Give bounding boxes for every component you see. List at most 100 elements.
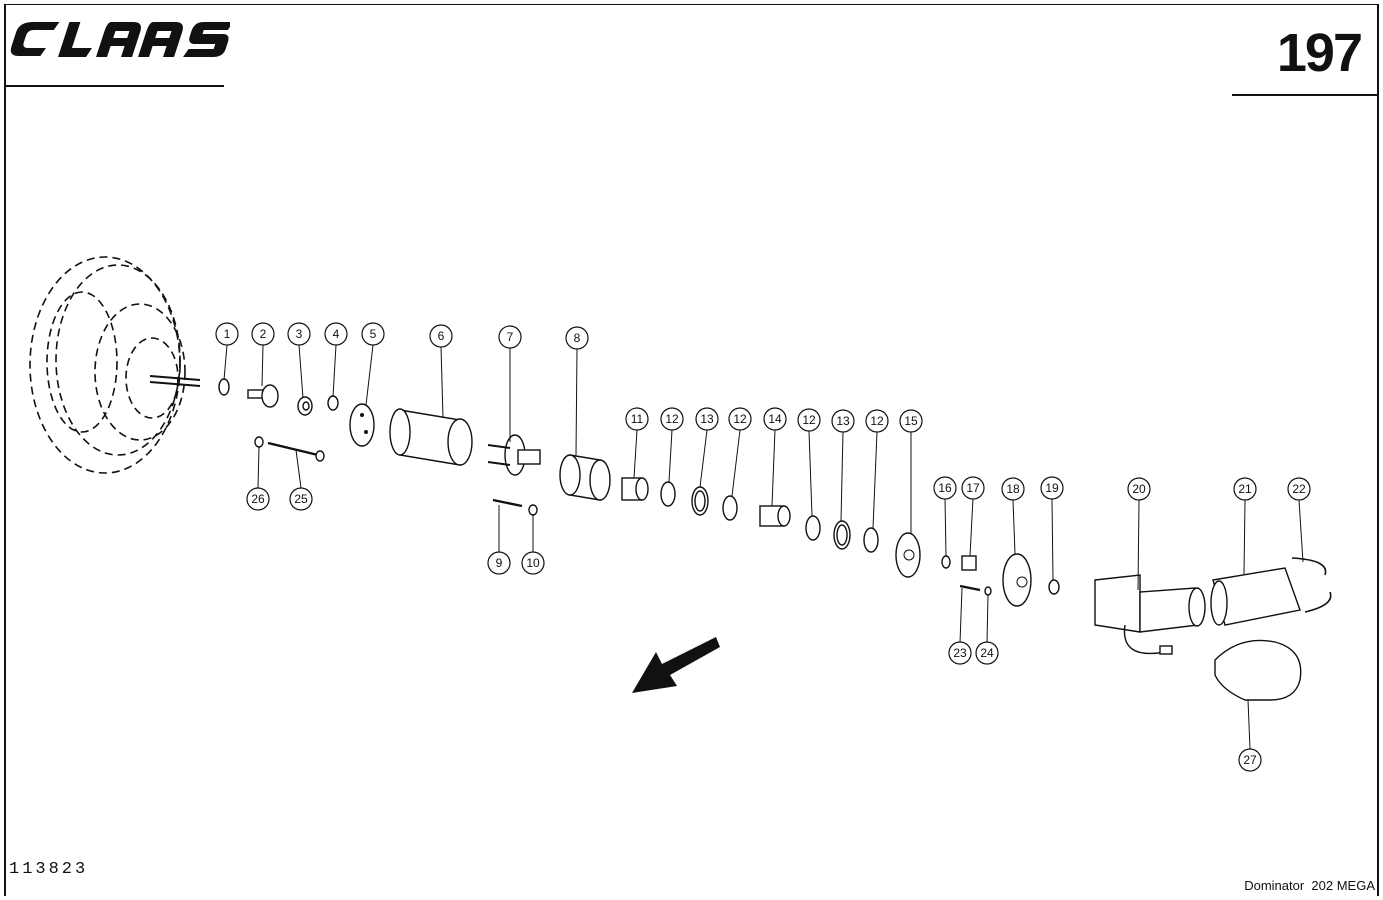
svg-text:15: 15 bbox=[904, 414, 918, 428]
svg-text:4: 4 bbox=[333, 327, 340, 341]
part-seal-12a bbox=[660, 481, 676, 507]
leader-lines bbox=[223, 344, 1304, 750]
part-boot-27 bbox=[1214, 639, 1302, 701]
svg-text:2: 2 bbox=[260, 327, 267, 341]
callout-12b: 12 bbox=[728, 407, 752, 431]
callout-15: 15 bbox=[899, 409, 923, 433]
callout-6: 6 bbox=[429, 324, 453, 348]
part-seal-12b bbox=[722, 495, 738, 521]
callout-25: 25 bbox=[289, 487, 313, 511]
svg-text:19: 19 bbox=[1045, 481, 1059, 495]
svg-text:20: 20 bbox=[1132, 482, 1146, 496]
part-nut-19 bbox=[1048, 579, 1060, 595]
svg-text:21: 21 bbox=[1238, 482, 1252, 496]
svg-text:23: 23 bbox=[953, 646, 967, 660]
svg-text:17: 17 bbox=[966, 481, 980, 495]
svg-text:18: 18 bbox=[1006, 482, 1020, 496]
callout-23: 23 bbox=[948, 641, 972, 665]
svg-text:12: 12 bbox=[802, 413, 816, 427]
direction-arrow bbox=[632, 637, 720, 693]
part-housing-21 bbox=[1210, 567, 1301, 626]
svg-text:13: 13 bbox=[836, 414, 850, 428]
callout-14: 14 bbox=[763, 407, 787, 431]
svg-text:9: 9 bbox=[496, 556, 503, 570]
part-bushing-11 bbox=[621, 477, 649, 501]
part-cover-15 bbox=[895, 532, 921, 578]
callout-22: 22 bbox=[1287, 477, 1311, 501]
part-seal-12d bbox=[863, 527, 879, 553]
part-clamp-22 bbox=[1291, 557, 1332, 613]
callouts: 1 2 3 4 5 6 7 8 9 10 11 12 13 12 14 12 1… bbox=[215, 322, 1311, 772]
callout-18: 18 bbox=[1001, 477, 1025, 501]
callout-2: 2 bbox=[251, 322, 275, 346]
svg-text:27: 27 bbox=[1243, 753, 1257, 767]
part-nut-3 bbox=[297, 396, 313, 416]
svg-text:22: 22 bbox=[1292, 482, 1306, 496]
header-rule-right bbox=[1232, 94, 1379, 96]
part-gear-17 bbox=[961, 555, 977, 571]
svg-text:12: 12 bbox=[665, 412, 679, 426]
part-sleeve-6 bbox=[389, 408, 473, 466]
callout-5: 5 bbox=[361, 322, 385, 346]
frame-right-border bbox=[1377, 4, 1379, 896]
callout-13b: 13 bbox=[831, 409, 855, 433]
part-bush-4 bbox=[327, 395, 339, 411]
part-ring-1 bbox=[218, 378, 230, 396]
header-rule-left bbox=[4, 85, 224, 87]
part-motor-20 bbox=[1094, 574, 1206, 655]
drawing-id: 113823 bbox=[9, 860, 89, 879]
model-label: Dominator 202 MEGA bbox=[1244, 878, 1375, 893]
frame-top-border bbox=[4, 4, 1379, 5]
svg-text:13: 13 bbox=[700, 412, 714, 426]
callout-24: 24 bbox=[975, 641, 999, 665]
part-plate-18 bbox=[1002, 553, 1032, 607]
callout-7: 7 bbox=[498, 325, 522, 349]
callout-8: 8 bbox=[565, 326, 589, 350]
callout-12c: 12 bbox=[797, 408, 821, 432]
callout-12d: 12 bbox=[865, 409, 889, 433]
svg-text:11: 11 bbox=[631, 412, 644, 426]
flywheel-assembly bbox=[29, 256, 201, 474]
svg-text:3: 3 bbox=[296, 327, 303, 341]
callout-20: 20 bbox=[1127, 477, 1151, 501]
svg-text:7: 7 bbox=[507, 330, 514, 344]
callout-17: 17 bbox=[961, 476, 985, 500]
svg-text:5: 5 bbox=[370, 327, 377, 341]
part-bolt-25 bbox=[267, 441, 325, 462]
svg-text:14: 14 bbox=[768, 412, 782, 426]
svg-text:12: 12 bbox=[733, 412, 747, 426]
part-washer-10 bbox=[528, 504, 538, 516]
part-nut-16 bbox=[941, 555, 951, 569]
callout-13a: 13 bbox=[695, 407, 719, 431]
part-bearing-13b bbox=[833, 520, 851, 550]
callout-10: 10 bbox=[521, 551, 545, 575]
callout-4: 4 bbox=[324, 322, 348, 346]
callout-12a: 12 bbox=[660, 407, 684, 431]
svg-text:12: 12 bbox=[870, 414, 884, 428]
svg-text:25: 25 bbox=[294, 492, 308, 506]
part-hub-7 bbox=[487, 434, 541, 476]
part-shaft-14 bbox=[759, 505, 791, 527]
part-bolt-23 bbox=[959, 584, 981, 592]
svg-text:10: 10 bbox=[526, 556, 540, 570]
claas-logo bbox=[10, 14, 234, 69]
frame-left-border bbox=[4, 4, 6, 896]
part-bolt-9 bbox=[492, 498, 523, 508]
svg-text:16: 16 bbox=[938, 481, 952, 495]
part-washer-26 bbox=[254, 436, 264, 448]
part-pin-2 bbox=[247, 384, 279, 408]
callout-26: 26 bbox=[246, 487, 270, 511]
callout-21: 21 bbox=[1233, 477, 1257, 501]
part-coupling-8 bbox=[559, 454, 611, 501]
callout-16: 16 bbox=[933, 476, 957, 500]
callout-27: 27 bbox=[1238, 748, 1262, 772]
callout-9: 9 bbox=[487, 551, 511, 575]
svg-text:26: 26 bbox=[251, 492, 265, 506]
callout-11: 11 bbox=[625, 407, 649, 431]
page-number: 197 bbox=[1276, 23, 1363, 83]
callout-3: 3 bbox=[287, 322, 311, 346]
svg-text:6: 6 bbox=[438, 329, 445, 343]
svg-text:1: 1 bbox=[224, 327, 231, 341]
part-bearing-13a bbox=[691, 486, 709, 516]
